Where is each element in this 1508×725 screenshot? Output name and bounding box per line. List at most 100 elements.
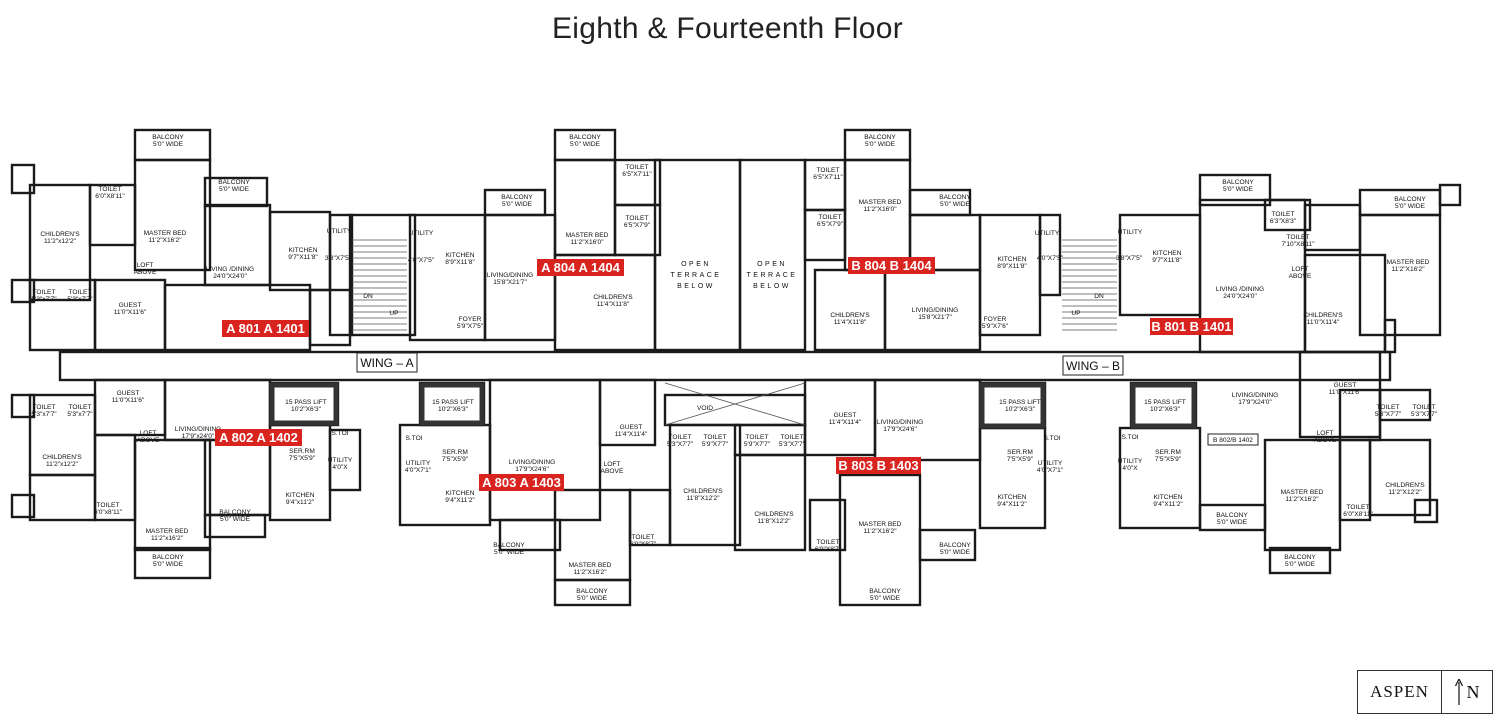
room-size: 11'0"X11'6" — [1329, 389, 1362, 396]
room-size: 10'2"X6'3" — [1150, 406, 1181, 413]
wall-outline — [738, 158, 807, 352]
room-name: LIVING/DINING — [175, 426, 222, 433]
unit-tag: A 803 A 1403 — [479, 474, 564, 491]
wall-outline — [203, 513, 267, 539]
room-name: BALCONY — [939, 542, 971, 549]
room-name: TOILET — [781, 434, 804, 441]
room-label: VOID — [697, 405, 713, 412]
room-label: UTILITY — [327, 228, 352, 235]
room-name: LIVING/DINING — [912, 307, 959, 314]
wall-outline — [1368, 438, 1432, 517]
room-size: 5'9"X7'7" — [702, 441, 729, 448]
room-size: 9'7"X11'8" — [1152, 257, 1182, 264]
room-name: LIVING /DINING — [206, 266, 254, 273]
room-label: 4'0"X7'5" — [1037, 255, 1064, 262]
wall-outline — [1268, 546, 1332, 575]
room-size: 7'10"X8'11" — [1281, 241, 1315, 248]
wall-outline — [1198, 173, 1272, 207]
room-name: 15 PASS LIFT — [1144, 399, 1186, 406]
room-label: UTILITY — [1035, 230, 1060, 237]
room-name: BALCONY — [869, 588, 901, 595]
room-size: 5'0" WIDE — [219, 186, 250, 193]
walls — [10, 128, 1462, 607]
room-size: 6'3"X8'3" — [1270, 218, 1297, 225]
brand-name: ASPEN — [1358, 671, 1442, 713]
room-label: S.TOI — [331, 430, 348, 437]
wall-outline — [203, 438, 272, 517]
room-name: BALCONY — [1216, 512, 1248, 519]
svg-text:OPEN: OPEN — [757, 261, 787, 268]
wall-outline — [10, 163, 36, 195]
wall-outline — [488, 378, 602, 522]
room-name: 15 PASS LIFT — [432, 399, 474, 406]
room-size: 5'0" WIDE — [153, 561, 184, 568]
room-name: MASTER BED — [566, 232, 609, 239]
room-name: TOILET — [1287, 234, 1310, 241]
room-size: 6'0"X8'7" — [630, 541, 657, 548]
room-size: 11'0"X11'6" — [112, 397, 145, 404]
room-size: 6'0"x8'11" — [94, 509, 123, 516]
room-name: TOILET — [1347, 504, 1370, 511]
wall-outline — [1303, 253, 1387, 354]
room-size: ABOVE — [1289, 273, 1312, 280]
wall-outline — [813, 268, 887, 352]
wall-outline — [598, 378, 657, 447]
room-name: VOID — [697, 405, 713, 412]
wall-outline — [1438, 183, 1462, 207]
wall-outline — [1263, 198, 1312, 232]
room-size: 17'9"X24'0" — [1238, 399, 1272, 406]
unit-tag-text: B 804 B 1404 — [851, 258, 932, 273]
lift-shaft — [979, 382, 1046, 429]
room-size: 4'0"X — [332, 464, 348, 471]
unit-tag: A 804 A 1404 — [537, 259, 624, 276]
room-name: CHILDREN'S — [1303, 312, 1343, 319]
room-size: 5'0" WIDE — [494, 549, 525, 556]
room-size: 5'9"X7'5" — [457, 323, 484, 330]
room-name: TOILET — [1272, 211, 1295, 218]
room-size: 11'2"X16'2" — [573, 569, 607, 576]
room-label: CHILDREN'S11'8"X12'2" — [754, 511, 794, 525]
room-name: CHILDREN'S — [830, 312, 870, 319]
room-size: 15'8"X21'7" — [493, 279, 527, 286]
room-size: 5'0" WIDE — [1285, 561, 1316, 568]
unit-tag-text: B 803 B 1403 — [838, 458, 918, 473]
room-size: ABOVE — [1314, 437, 1337, 444]
room-name: TOILET — [817, 167, 840, 174]
north-indicator: N — [1442, 671, 1492, 713]
aspen-logo: ASPEN N — [1357, 670, 1493, 714]
room-size: 10'2"X6'3" — [438, 406, 469, 413]
unit-tag: A 801 A 1401 — [222, 320, 309, 337]
room-label: CHILDREN'S11'0"X11'4" — [1303, 312, 1343, 326]
room-label: SER.RM7'5"X5'9" — [1155, 449, 1182, 463]
wall-outline — [668, 423, 742, 547]
room-name: TOILET — [632, 534, 655, 541]
room-size: 7'5"X5'9" — [1155, 456, 1182, 463]
wall-outline — [663, 393, 807, 427]
room-name: TOILET — [33, 404, 56, 411]
